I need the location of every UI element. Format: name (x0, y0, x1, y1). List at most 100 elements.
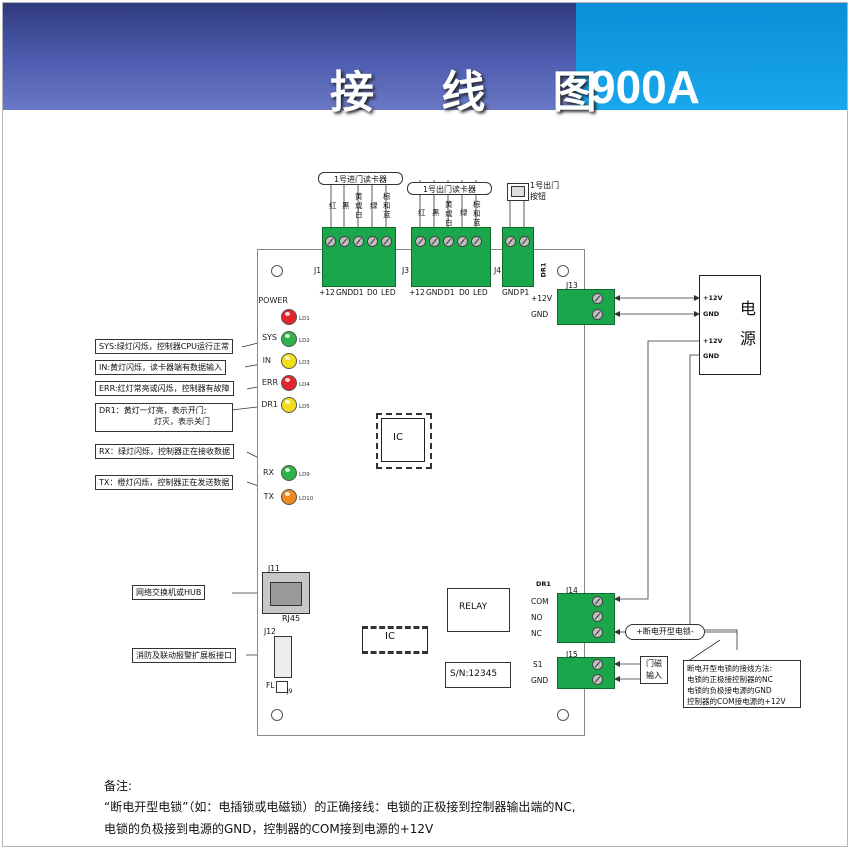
j1-pin: LED (381, 288, 396, 297)
callout-network: 网络交换机或HUB (132, 585, 206, 600)
j4-dr1-label: DR1 (539, 262, 548, 278)
reader-in-wire-yellow: 黄或白 (355, 192, 363, 219)
callout-dr1: DR1：黄灯一灯亮，表示开门; 灯灭，表示关门 (95, 403, 233, 432)
j15-connector (557, 657, 615, 689)
screw-icon (429, 236, 440, 247)
lock-method-title: 断电开型电锁的接线方法: (687, 664, 773, 673)
relay (447, 588, 510, 632)
rx-led-icon (281, 465, 297, 481)
tx-led-icon (281, 489, 297, 505)
dr1-led-icon (281, 397, 297, 413)
j1-pin: GND (336, 288, 354, 297)
door-sensor: 门磁 输入 (640, 656, 668, 684)
mount-hole (271, 265, 283, 277)
reader-out-wire-green: 绿 (460, 208, 468, 217)
header-banner-right (576, 3, 847, 110)
notes-line1: “断电开型电锁”（如：电插锁或电磁锁）的正确接线：电锁的正极接到控制器输出端的N… (104, 800, 576, 814)
soic-chip (362, 626, 428, 654)
serial-box (445, 662, 511, 688)
power-pin: GND (703, 310, 720, 318)
j13-pin: GND (531, 310, 549, 319)
lock-method-line2: 电锁的负极接电源的GND (687, 686, 772, 695)
j3-pin: D1 (444, 288, 455, 297)
screw-icon (443, 236, 454, 247)
j4-pin: P1 (520, 288, 530, 297)
j9-jumper (276, 681, 288, 693)
controller-board (257, 249, 585, 736)
mcu-chip-label: IC (393, 432, 403, 443)
screw-icon (471, 236, 482, 247)
led-id: LD5 (299, 404, 310, 410)
door-sensor-line2: 输入 (646, 671, 662, 680)
screw-icon (592, 611, 603, 622)
callout-tx: TX：橙灯闪烁，控制器正在发送数据 (95, 475, 234, 490)
mcu-chip-body (381, 418, 425, 462)
callout-fire: 消防及联动报警扩展板接口 (132, 648, 236, 663)
screw-icon (325, 236, 336, 247)
reader-in-wire-black: 黑 (342, 201, 350, 210)
led-label-err: ERR (261, 378, 278, 387)
callout-dr1-line2: 灯灭，表示关门 (154, 417, 210, 426)
reader-in-wire-brown: 棕和蓝 (383, 192, 391, 219)
screw-icon (367, 236, 378, 247)
lock-method-line1: 电锁的正极接控制器的NC (687, 675, 773, 684)
callout-sys: SYS:绿灯闪烁，控制器CPU运行正常 (95, 339, 234, 354)
soic-chip-label: IC (385, 631, 395, 642)
screw-icon (353, 236, 364, 247)
screw-icon (339, 236, 350, 247)
j14-label: J14 (566, 586, 578, 595)
screw-icon (457, 236, 468, 247)
exit-button-face (511, 186, 525, 197)
led-label-dr1: DR1 (261, 400, 278, 409)
j12-header (274, 636, 292, 678)
reader-out-wire-yellow: 黄或白 (445, 200, 453, 227)
mount-hole (271, 709, 283, 721)
relay-label: RELAY (459, 602, 488, 612)
callout-dr1-line1: DR1：黄灯一灯亮，表示开门; (99, 406, 207, 415)
j4-pin: GND (502, 288, 520, 297)
screw-icon (592, 596, 603, 607)
model-number: 900A (590, 61, 700, 113)
power-led-icon (281, 309, 297, 325)
j14-pin: NO (531, 613, 543, 622)
door-sensor-line1: 门磁 (646, 659, 662, 668)
reader-in-title: 1号进门读卡器 (318, 172, 403, 185)
j13-pin: +12V (531, 294, 552, 303)
led-id: LD1 (299, 316, 310, 322)
callout-err: ERR:红灯常亮或闪烁，控制器有故障 (95, 381, 234, 396)
power-pin: +12V (703, 294, 723, 302)
led-label-tx: TX (263, 492, 274, 501)
notes-title: 备注: (104, 779, 133, 793)
j14-connector (557, 593, 615, 643)
mount-hole (557, 709, 569, 721)
power-supply (699, 275, 761, 375)
rj45-label: RJ45 (282, 614, 301, 623)
j1-label: J1 (314, 266, 321, 275)
reader-out-wire-black: 黑 (432, 208, 440, 217)
err-led-icon (281, 375, 297, 391)
sys-led-icon (281, 331, 297, 347)
j12-label: J12 (264, 627, 276, 636)
power-pin: GND (703, 352, 720, 360)
j3-pin: LED (473, 288, 488, 297)
reader-out-wire-brown: 棕和蓝 (473, 200, 481, 227)
screw-icon (592, 309, 603, 320)
j15-label: J15 (566, 650, 578, 659)
power-pin: +12V (703, 337, 723, 345)
led-id: LD9 (299, 472, 310, 478)
led-label-rx: RX (262, 468, 274, 477)
j9-label: J9 (287, 688, 293, 695)
led-id: LD3 (299, 360, 310, 366)
electric-lock: +断电开型电锁- (625, 624, 705, 640)
j3-label: J3 (402, 266, 409, 275)
power-title-1: 电 (740, 299, 757, 318)
in-led-icon (281, 353, 297, 369)
page-title: 接 线 图 (330, 67, 623, 118)
reader-in-wire-green: 绿 (370, 201, 378, 210)
led-id: LD4 (299, 382, 310, 388)
led-id: LD10 (299, 496, 314, 502)
j3-pin: +12 (409, 288, 425, 297)
notes-line2: 电锁的负极接到电源的GND，控制器的COM接到电源的+12V (104, 822, 434, 836)
power-title-2: 源 (740, 329, 757, 348)
